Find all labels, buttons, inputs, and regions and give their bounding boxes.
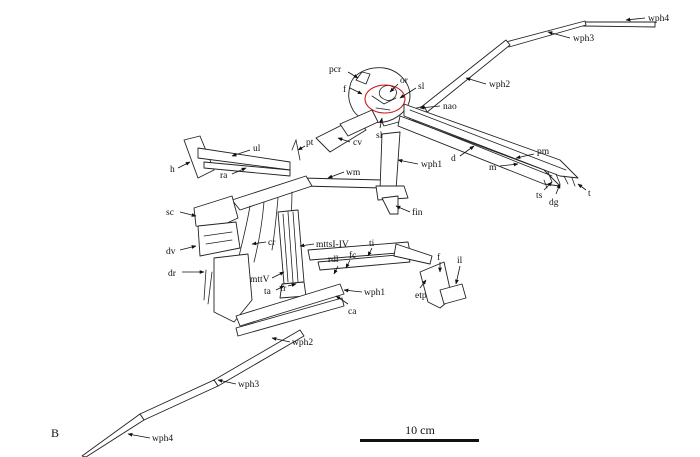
teeth <box>543 171 576 189</box>
wing-metacarpal <box>301 177 383 189</box>
label-t: t <box>588 189 591 199</box>
label-sc: sc <box>166 208 174 218</box>
label-ul: ul <box>253 144 261 154</box>
label-pt: pt <box>306 138 314 148</box>
label-wph4-lower: wph4 <box>152 434 173 444</box>
label-ts: ts <box>536 191 543 201</box>
wing-phalanx-2-upper <box>419 39 511 114</box>
label-ca: ca <box>348 307 357 317</box>
lower-wing-phalanx-3 <box>139 379 219 421</box>
label-m: m <box>489 163 497 173</box>
label-wph2-top: wph2 <box>489 80 510 90</box>
label-nao: nao <box>443 102 457 112</box>
label-cv: cv <box>353 138 362 148</box>
label-rdl: rdl <box>328 255 339 265</box>
label-sl-top: sl <box>418 82 425 92</box>
sternum-detail <box>203 231 233 245</box>
label-wph4-top: wph4 <box>648 14 669 24</box>
label-pm: pm <box>537 147 550 157</box>
finger <box>381 195 399 215</box>
label-cr: cr <box>268 238 276 248</box>
scale-bar-label: 10 cm <box>405 423 435 437</box>
label-sl-lower: sl <box>376 131 383 141</box>
label-wph1-lower: wph1 <box>364 288 385 298</box>
label-f-skull: f <box>343 84 347 95</box>
skeleton <box>81 20 656 457</box>
label-ti: ti <box>369 239 375 249</box>
premaxillary-crest <box>355 71 371 85</box>
label-dv: dv <box>166 247 176 257</box>
cervical-vertebra-2 <box>339 109 379 137</box>
label-wph3-top: wph3 <box>573 34 594 44</box>
label-f-foot: f <box>437 252 441 263</box>
lower-wing-phalanx-2 <box>213 329 305 387</box>
label-wph3-lower: wph3 <box>238 380 259 390</box>
tibia <box>317 253 411 271</box>
panel-label: B <box>51 426 59 440</box>
label-etp: etp <box>415 291 427 301</box>
label-d: d <box>451 154 456 164</box>
wing-phalanx-1-mid <box>379 131 401 191</box>
label-or: or <box>400 76 409 86</box>
tibia-shaft <box>393 243 433 265</box>
ilium <box>439 283 467 305</box>
label-fin: fin <box>412 207 423 218</box>
wing-phalanx-4-upper <box>582 21 656 28</box>
label-mttsI-IV: mttsI-IV <box>316 240 349 250</box>
label-ra: ra <box>220 171 228 181</box>
carpal-block <box>375 185 409 201</box>
label-mttV: mttV <box>250 275 270 285</box>
pteroid <box>291 138 301 161</box>
radius <box>203 161 291 177</box>
pelvis <box>213 253 253 323</box>
dorsal-column <box>231 175 313 211</box>
scale-bar-line <box>360 439 479 442</box>
label-dg: dg <box>549 198 559 208</box>
red-circle-marker <box>364 84 406 114</box>
lower-wing-phalanx-1 <box>235 297 345 337</box>
rostrum-lines <box>409 109 567 177</box>
label-h: h <box>170 165 175 175</box>
sternum <box>197 221 241 257</box>
label-pcr: pcr <box>329 65 342 75</box>
label-fr: fr <box>280 283 287 294</box>
metatarsal-lines <box>282 211 299 283</box>
label-il: il <box>457 256 463 266</box>
labels: wph4 wph3 wph2 pcr f or sl nao sl pt cv <box>127 14 669 444</box>
skull-detail <box>371 95 397 111</box>
ribs <box>235 191 293 271</box>
lower-wing-metacarpal <box>235 283 345 327</box>
scale-bar: 10 cm <box>360 423 479 442</box>
label-dr: dr <box>168 269 177 279</box>
label-wm: wm <box>346 168 361 178</box>
label-wph2-lower: wph2 <box>292 338 313 348</box>
pelvic-lines <box>203 269 213 305</box>
label-ta: ta <box>264 287 272 297</box>
label-wph1-upper: wph1 <box>421 160 442 170</box>
label-fc: fc <box>349 250 356 261</box>
